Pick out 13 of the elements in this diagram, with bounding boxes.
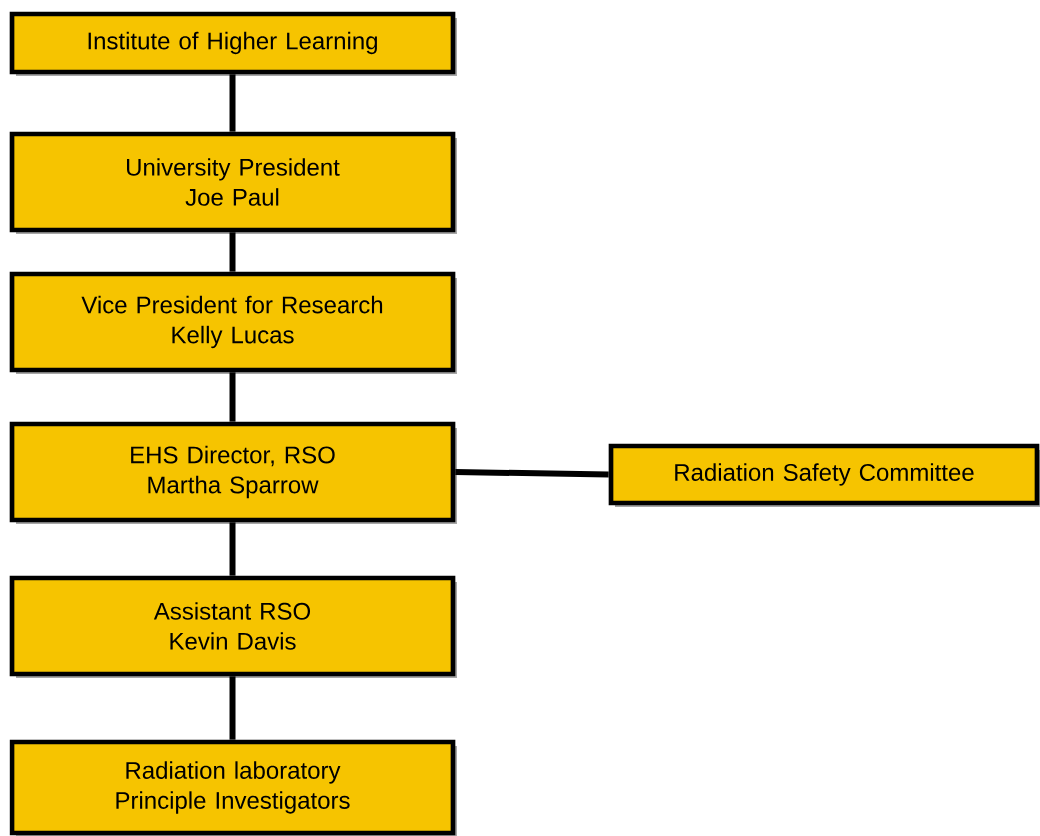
org-box: Radiation Safety Committee (608, 443, 1040, 506)
connector-line (455, 469, 609, 478)
org-box: Assistant RSO Kevin Davis (9, 575, 456, 677)
org-box: University President Joe Paul (9, 131, 456, 233)
org-box: Institute of Higher Learning (9, 11, 456, 75)
org-box: Radiation laboratory Principle Investigators (9, 739, 456, 836)
org-box: EHS Director, RSO Martha Sparrow (9, 421, 456, 523)
connector-line (229, 676, 236, 740)
connector-line (229, 232, 236, 272)
org-box: Vice President for Research Kelly Lucas (9, 271, 456, 373)
connector-line (229, 372, 236, 422)
connector-line (229, 522, 236, 576)
connector-line (229, 74, 236, 132)
